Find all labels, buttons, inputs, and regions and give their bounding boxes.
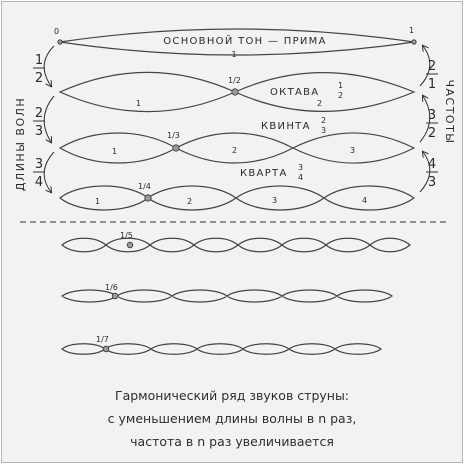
node-label-seventh-harmonic: 1/7 (96, 335, 109, 344)
title-fraction-fifth-den: 3 (321, 126, 326, 135)
node-label-octave: 1/2 (228, 76, 241, 85)
caption-line-3: частота в n раз увеличивается (130, 434, 334, 449)
segment-label: 1 (231, 50, 236, 59)
string-start-point (57, 39, 63, 45)
wave-octave (58, 71, 416, 113)
segment-label: 2 (187, 197, 192, 206)
frequency-ratio-num: 3 (428, 108, 436, 123)
node-fourth (144, 194, 152, 202)
title-fraction-fifth-num: 2 (321, 116, 326, 125)
label-one: 1 (409, 26, 414, 35)
label-zero: 0 (54, 27, 59, 36)
wavelength-ratio-den: 3 (35, 124, 43, 139)
wavelength-ratio-den: 4 (35, 175, 43, 190)
frequency-axis-label: ЧАСТОТЫ (443, 79, 456, 144)
wavelength-ratio-num: 2 (35, 106, 43, 121)
segment-label: 4 (362, 196, 367, 205)
segment-label: 1 (136, 99, 141, 108)
frequency-ratio-den: 1 (428, 77, 436, 92)
title-octave: ОКТАВА (270, 87, 319, 98)
wavelength-axis-label: ДЛИНЫ ВОЛН (14, 97, 27, 191)
segment-label: 2 (317, 99, 322, 108)
arrow-left-2 (43, 95, 55, 142)
title-fraction-octave-num: 1 (338, 81, 343, 90)
wave-sixth-harmonic (60, 289, 394, 303)
title-fraction-fourth-num: 3 (298, 163, 303, 172)
arrow-left-1 (43, 45, 55, 86)
node-label-fifth: 1/3 (167, 131, 180, 140)
wave-seventh-harmonic (61, 343, 382, 355)
string-end-point (411, 39, 417, 45)
title-fourth: КВАРТА (240, 168, 288, 179)
arrow-right-1 (419, 46, 431, 87)
caption-line-2: с уменьшением длины волны в n раз, (107, 411, 357, 426)
node-label-fourth: 1/4 (138, 182, 151, 191)
title-fraction-octave-den: 2 (338, 91, 343, 100)
node-octave (231, 88, 239, 96)
segment-label: 2 (232, 146, 237, 155)
node-fifth-harmonic (126, 241, 134, 249)
frequency-ratio-den: 3 (428, 175, 436, 190)
wave-fifth-harmonic (61, 237, 411, 253)
wavelength-ratio-num: 1 (35, 53, 43, 68)
node-seventh-harmonic (102, 345, 110, 353)
segment-label: 1 (95, 197, 100, 206)
node-label-sixth-harmonic: 1/6 (105, 283, 118, 292)
segment-label: 3 (350, 146, 355, 155)
title-fifth: КВИНТА (261, 121, 311, 132)
title-fraction-fourth-den: 4 (298, 173, 303, 182)
segment-label: 1 (112, 147, 117, 156)
node-sixth-harmonic (111, 292, 119, 300)
node-fifth (172, 144, 180, 152)
title-fundamental: ОСНОВНОЙ ТОН — ПРИМА (163, 34, 327, 47)
segment-label: 3 (272, 196, 277, 205)
wavelength-ratio-den: 2 (35, 71, 43, 86)
caption-line-1: Гармонический ряд звуков струны: (114, 388, 350, 403)
node-label-fifth-harmonic: 1/5 (120, 231, 133, 240)
wave-fourth (59, 185, 416, 211)
frequency-ratio-num: 2 (428, 59, 436, 74)
frequency-ratio-den: 2 (428, 126, 436, 141)
wavelength-ratio-num: 3 (35, 157, 43, 172)
arrow-left-3 (43, 151, 55, 192)
arrow-right-2 (419, 96, 431, 143)
frequency-ratio-num: 4 (428, 157, 436, 172)
